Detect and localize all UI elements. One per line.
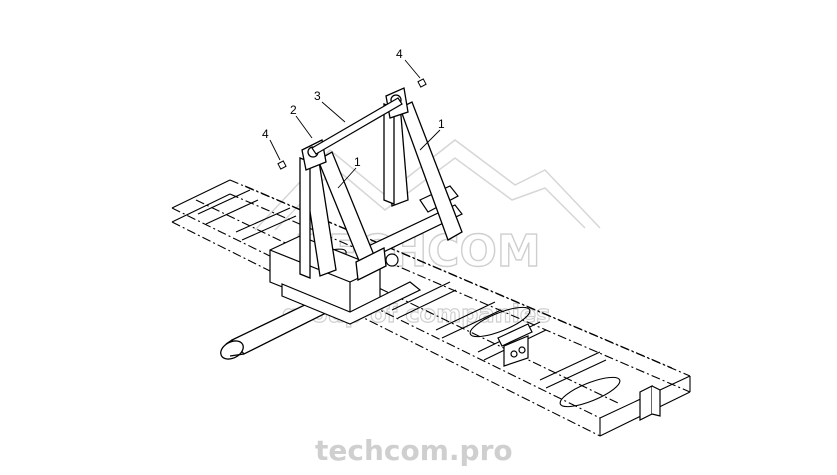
callout-3-shaft: 3	[314, 89, 321, 103]
watermark-site: techcom.pro	[315, 434, 513, 467]
a-frame-right	[383, 87, 463, 241]
chassis-frame	[171, 179, 691, 437]
callout-1-right: 1	[438, 117, 445, 131]
callout-2-bushing: 2	[290, 103, 297, 117]
pins	[277, 78, 427, 170]
end-bracket	[639, 385, 661, 421]
callouts: 4 3 2 4 1 1	[262, 47, 445, 169]
leader-lines	[269, 59, 441, 189]
callout-4-right: 4	[396, 47, 403, 61]
base-block	[269, 235, 422, 325]
callout-4-left: 4	[262, 127, 269, 141]
cross-shaft	[311, 97, 403, 155]
floor-bracket	[497, 323, 533, 367]
callout-1-left: 1	[354, 155, 361, 169]
a-frame-left	[299, 139, 387, 281]
